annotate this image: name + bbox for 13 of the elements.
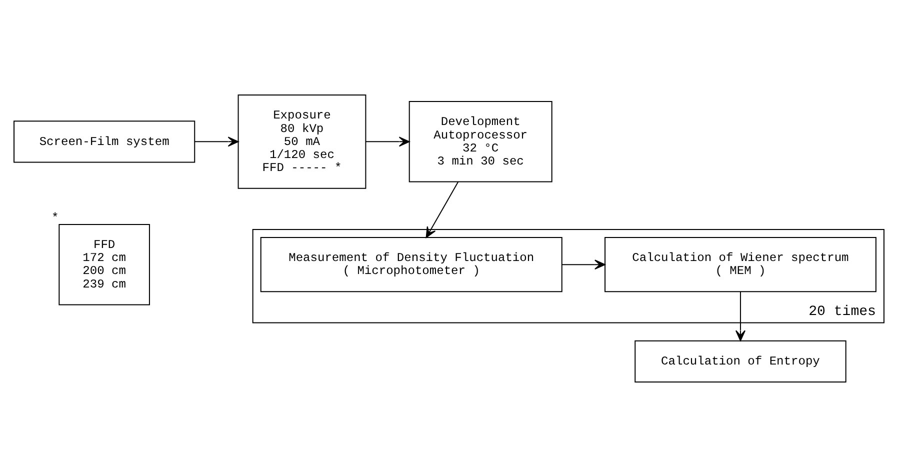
- node-box: Calculation of Entropy: [634, 340, 846, 382]
- node-box: Measurement of Density Fluctuation ( Microphotometer ): [260, 236, 562, 292]
- node-box: FFD 172 cm 200 cm 239 cm: [58, 223, 150, 305]
- arrow: [365, 136, 410, 146]
- arrow: [562, 259, 605, 270]
- arrow: [194, 136, 238, 146]
- node-box: Calculation of Wiener spectrum ( MEM ): [604, 236, 876, 292]
- node-box: Development Autoprocessor 32 °C 3 min 30 sec: [408, 100, 552, 182]
- node-label: *: [51, 210, 58, 225]
- node-box: Exposure 80 kVp 50 mA 1/120 sec FFD ----- *: [237, 94, 366, 188]
- node-box: Screen-Film system: [13, 120, 195, 162]
- arrow: [734, 291, 745, 341]
- arrow: [425, 181, 458, 238]
